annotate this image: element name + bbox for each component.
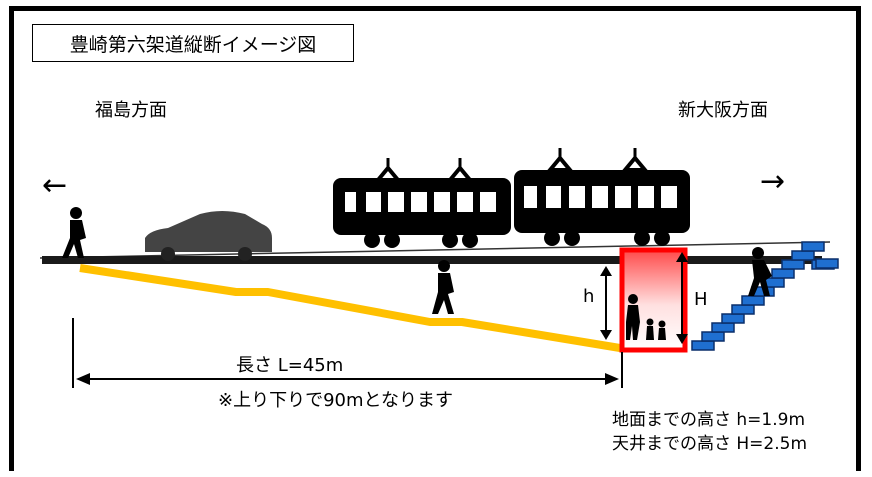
h-dimension [600,266,612,340]
H-dimension [676,252,688,344]
length-label: 長さ L=45m [236,355,344,376]
pedestrian-left [62,207,86,258]
diagram-frame [9,6,861,471]
stairs [691,241,839,351]
car-silhouette [145,211,272,261]
ground-height-label: 地面までの高さ h=1.9m [612,410,806,430]
ramp [79,264,621,352]
direction-left-label: 福島方面 [95,100,167,121]
H-label: H [694,289,708,310]
pedestrian-middle [432,260,454,314]
arrow-left-icon: ← [42,168,68,203]
h-label: h [583,286,595,307]
train-car-2 [514,148,690,246]
length-dimension [72,318,623,388]
pedestrian-family [626,294,666,340]
arrow-right-icon: → [760,164,786,199]
roundtrip-note: ※上り下りで90mとなります [218,390,453,411]
ceiling-height-label: 天井までの高さ H=2.5m [612,434,808,454]
diagram-title: 豊崎第六架道縦断イメージ図 [32,24,354,62]
train-car-1 [333,158,511,248]
direction-right-label: 新大阪方面 [678,100,768,121]
pedestrian-stairs [748,247,772,296]
road-bar [42,256,822,264]
